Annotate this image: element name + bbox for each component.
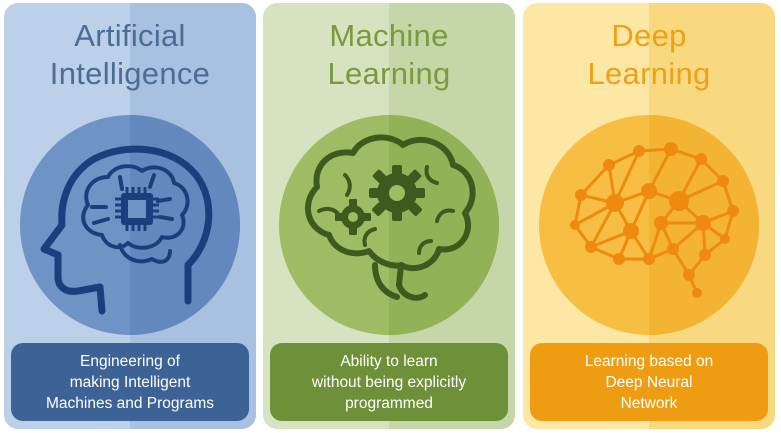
icon-circle [539,115,759,335]
panel-title-line: Learning [587,56,711,91]
caption-line: making Intelligent [69,373,191,391]
caption-line: Network [620,394,678,412]
panel-title-line: Artificial [74,18,186,53]
neural-network-brain-icon [570,142,739,298]
panel-deep-learning: Deep Learning [523,3,775,429]
panel-title-line: Learning [327,56,451,91]
caption-line: without being explicitly [311,373,467,391]
caption-line: Ability to learn [340,352,438,370]
panel-artificial-intelligence: Artificial Intelligence [4,3,256,429]
caption-line: Machines and Programs [46,394,214,412]
panel-title: Deep Learning [523,17,775,93]
panel-title-line: Intelligence [49,56,211,91]
icon-circle [279,115,499,335]
panel-caption: Ability to learn without being explicitl… [270,343,508,421]
caption-line: programmed [345,394,433,412]
panel-title-line: Machine [329,18,449,53]
panel-title: Machine Learning [263,17,515,93]
panel-machine-learning: Machine Learning [263,3,515,429]
caption-line: Learning based on [584,352,714,370]
icon-circle [20,115,240,335]
panel-title: Artificial Intelligence [4,17,256,93]
head-with-chip-brain-icon [40,145,213,315]
panel-caption: Learning based on Deep Neural Network [530,343,768,421]
panel-title-line: Deep [611,18,687,53]
panel-caption: Engineering of making Intelligent Machin… [11,343,249,421]
brain-with-gears-icon [305,134,476,301]
caption-line: Engineering of [80,352,180,370]
caption-line: Deep Neural [605,373,693,391]
